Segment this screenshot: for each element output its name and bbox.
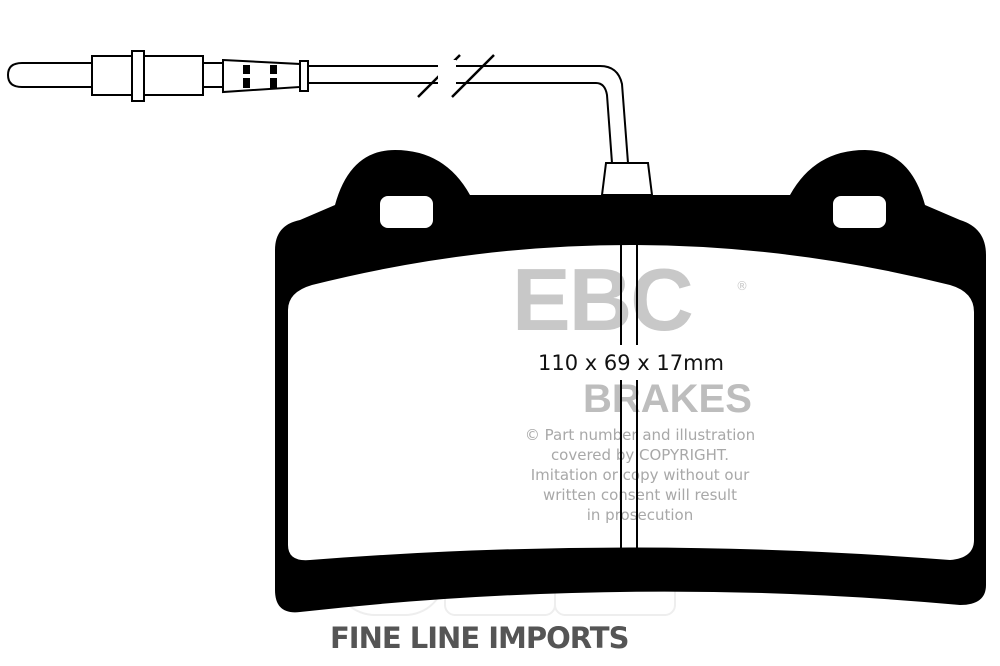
mounting-hole-left bbox=[380, 196, 433, 228]
copyright-line: in prosecution bbox=[587, 506, 694, 524]
copyright-line: © Part number and illustration bbox=[525, 426, 755, 444]
footer-brand: FINE LINE IMPORTS bbox=[330, 621, 628, 655]
copyright-line: covered by COPYRIGHT. bbox=[551, 446, 729, 464]
wear-sensor-wire bbox=[6, 50, 654, 198]
copyright-line: written consent will result bbox=[543, 486, 737, 504]
wear-sensor-lines bbox=[620, 200, 638, 560]
dimensions-label: 110 x 69 x 17mm bbox=[538, 351, 724, 375]
copyright-line: Imitation or copy without our bbox=[531, 466, 750, 484]
registered-mark: ® bbox=[736, 279, 748, 293]
ebc-logo: EBC bbox=[512, 250, 692, 349]
brakes-logo: BRAKES bbox=[583, 377, 752, 421]
friction-material bbox=[288, 245, 974, 561]
mounting-hole-right bbox=[833, 196, 886, 228]
